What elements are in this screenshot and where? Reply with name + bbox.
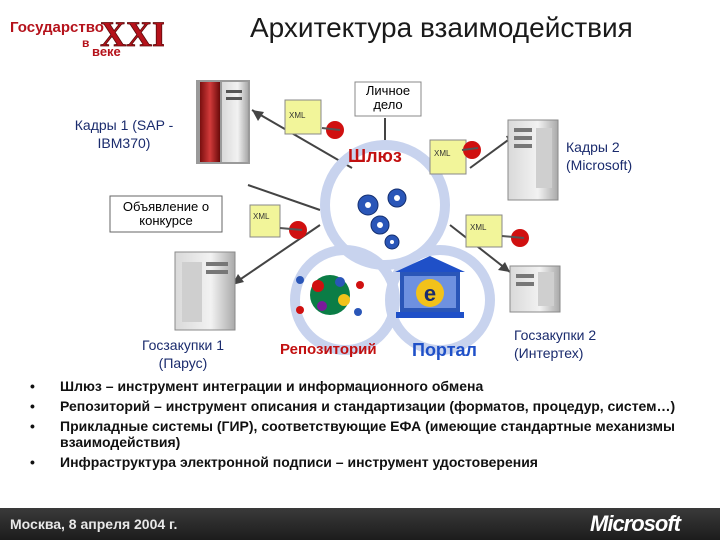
page-title: Архитектура взаимодействия (250, 12, 633, 43)
gosz1-label: Госзакупки 1 (Парус) (141, 337, 225, 371)
logo-line2: в (82, 36, 89, 50)
bullet-text: Прикладные системы (ГИР), соответствующи… (60, 418, 675, 450)
bullet-list: • Шлюз – инструмент интеграции и информа… (30, 378, 710, 474)
portal-label: Портал (412, 340, 477, 360)
repository-label: Репозиторий (280, 341, 377, 358)
bullet-dot: • (30, 378, 35, 394)
xml-label: XML (253, 212, 270, 221)
logo-line3: веке (92, 44, 121, 59)
bullet-text: Инфраструктура электронной подписи – инс… (60, 454, 538, 470)
footer-bar (0, 508, 720, 540)
bullet-item: • Репозиторий – инструмент описания и ст… (30, 398, 710, 414)
background-rings (290, 140, 495, 355)
repository-molecule-icon (296, 275, 364, 316)
bullet-item: • Шлюз – инструмент интеграции и информа… (30, 378, 710, 394)
gosz2-label: Госзакупки 2 (Интертех) (514, 327, 597, 361)
server-gosz2-icon (509, 265, 561, 313)
logo-roman: XXI (100, 14, 164, 54)
xml-label: XML (470, 223, 487, 232)
xml-doc-icon (284, 99, 344, 139)
xml-label: XML (289, 111, 306, 120)
personal-file-box (354, 81, 422, 117)
personal-file-label: Личное дело (365, 83, 411, 112)
announcement-label: Объявление о конкурсе (122, 199, 210, 228)
logo-line1: Государство (10, 19, 104, 36)
portal-building-icon (395, 256, 465, 318)
announcement-box (109, 195, 223, 233)
bullet-dot: • (30, 418, 35, 434)
footer-date: Москва, 8 апреля 2004 г. (10, 516, 178, 532)
footer-brand-logo: Microsoft (590, 511, 681, 536)
bullet-text: Шлюз – инструмент интеграции и информаци… (60, 378, 484, 394)
xml-doc-icon (465, 214, 529, 248)
bullet-item: • Прикладные системы (ГИР), соответствую… (30, 418, 710, 450)
bullet-dot: • (30, 398, 35, 414)
portal-letter: e (424, 281, 436, 306)
server-cadres1-icon (196, 80, 250, 164)
xml-label: XML (434, 149, 451, 158)
bullet-text: Репозиторий – инструмент описания и стан… (60, 398, 676, 414)
logo: Государство в веке XXI (4, 4, 166, 60)
cadres2-label: Кадры 2 (Microsoft) (566, 139, 633, 173)
server-gosz1-icon (174, 251, 236, 331)
gear-holes (365, 195, 400, 244)
bullet-item: • Инфраструктура электронной подписи – и… (30, 454, 710, 470)
architecture-diagram: e XML XML XML XML (109, 80, 561, 355)
gateway-label: Шлюз (348, 146, 402, 166)
server-cadres2-icon (507, 119, 559, 201)
cadres1-label: Кадры 1 (SAP -IBM370) (74, 117, 174, 151)
bullet-dot: • (30, 454, 35, 470)
xml-doc-icon (429, 139, 481, 175)
xml-doc-icon (249, 204, 307, 239)
